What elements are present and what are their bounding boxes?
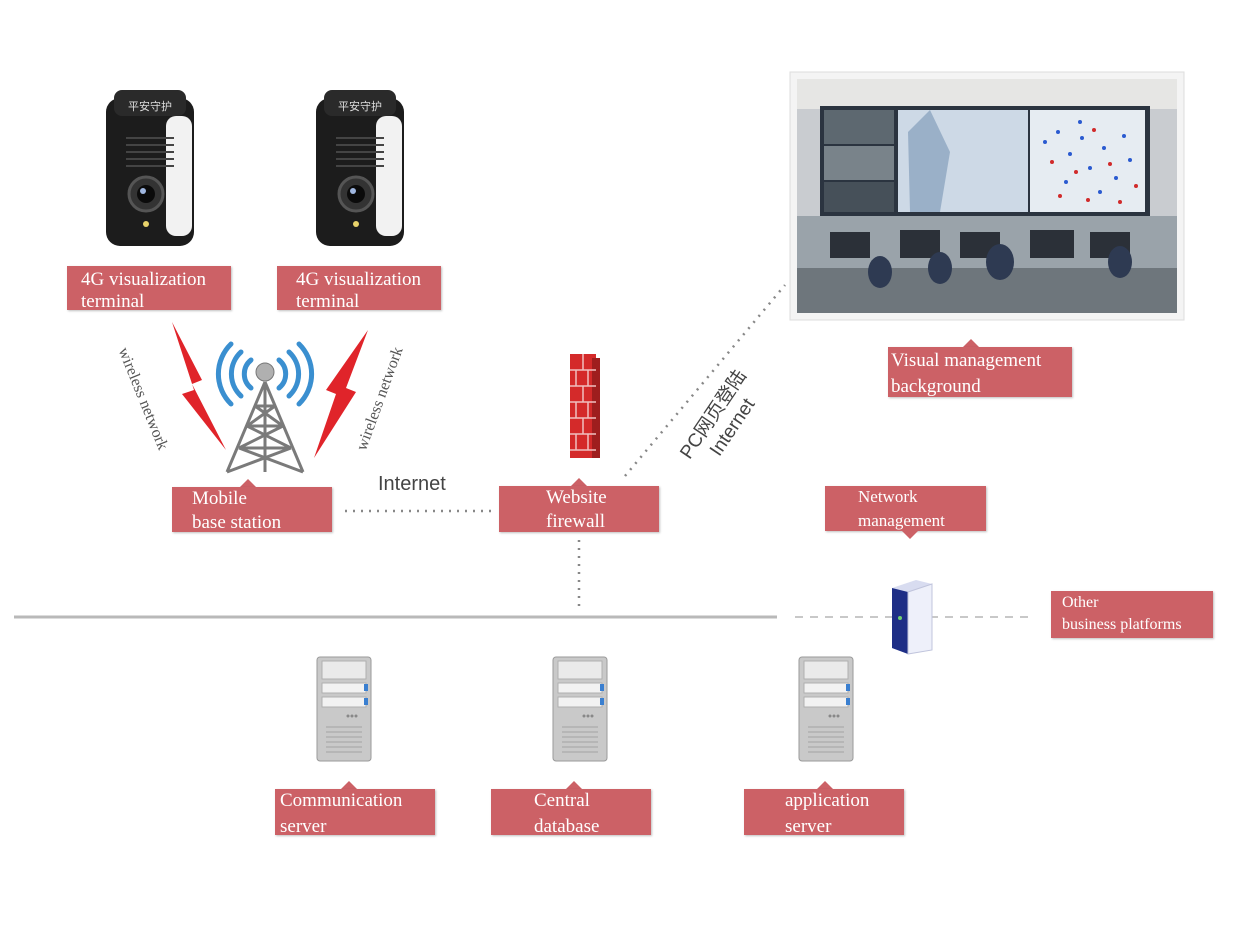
firewall-label-line2: firewall (546, 511, 606, 532)
firewall-label-line1: Website (546, 487, 607, 508)
control-room-photo (789, 71, 1185, 321)
network-management-label: Network management (825, 486, 986, 531)
label-pointer (817, 781, 833, 789)
visual-management-label: Visual management background (888, 347, 1072, 397)
application-server-label-line2: server (785, 816, 832, 837)
application-server-label: application server (744, 789, 904, 837)
terminal-label-line2: terminal (81, 291, 145, 312)
base-station-label-line1: Mobile (192, 488, 247, 509)
body-camera-icon: 平安守护 (106, 90, 194, 246)
label-pointer (341, 781, 357, 789)
base-station-label: Mobile base station (172, 487, 332, 533)
cell-tower-icon (215, 341, 315, 474)
other-platforms-label-line1: Other (1062, 594, 1099, 611)
communication-server-label: Communication server (275, 789, 435, 837)
other-platforms-label: Other business platforms (1051, 591, 1213, 638)
pc-internet-dotted-line (624, 284, 786, 477)
server-icon (316, 656, 372, 762)
firewall-icon (570, 354, 600, 458)
server-icon (552, 656, 608, 762)
application-server-label-line1: application (785, 790, 870, 811)
base-station-label-line2: base station (192, 512, 282, 533)
terminal-label-1: 4G visualization terminal (67, 266, 231, 312)
communication-server-label-line2: server (280, 816, 327, 837)
visual-management-label-line2: background (891, 376, 981, 397)
server-icon (798, 656, 854, 762)
lightning-bolt-icon (314, 330, 368, 458)
lightning-bolt-icon (172, 322, 226, 450)
visual-management-label-line1: Visual management (891, 350, 1042, 371)
body-camera-icon: 平安守护 (316, 90, 404, 246)
central-database-label: Central database (491, 789, 651, 837)
terminal-label-line2: terminal (296, 291, 360, 312)
label-pointer (902, 531, 918, 539)
central-database-label-line2: database (534, 816, 600, 837)
label-pointer (240, 479, 256, 487)
terminal-label-line1: 4G visualization (296, 269, 422, 290)
svg-text:平安守护: 平安守护 (338, 99, 382, 113)
other-platforms-label-line2: business platforms (1062, 616, 1182, 633)
firewall-label: Website firewall (499, 486, 659, 532)
terminal-label-line1: 4G visualization (81, 269, 207, 290)
internet-label: Internet (378, 473, 446, 495)
terminal-label-2: 4G visualization terminal (277, 266, 441, 312)
communication-server-label-line1: Communication (280, 790, 403, 811)
label-pointer (963, 339, 979, 347)
svg-text:平安守护: 平安守护 (128, 99, 172, 113)
label-pointer (571, 478, 587, 486)
central-database-label-line1: Central (534, 790, 590, 811)
network-switch-icon (892, 580, 933, 655)
label-pointer (566, 781, 582, 789)
network-management-label-line1: Network (858, 487, 918, 506)
network-management-label-line2: management (858, 511, 945, 530)
